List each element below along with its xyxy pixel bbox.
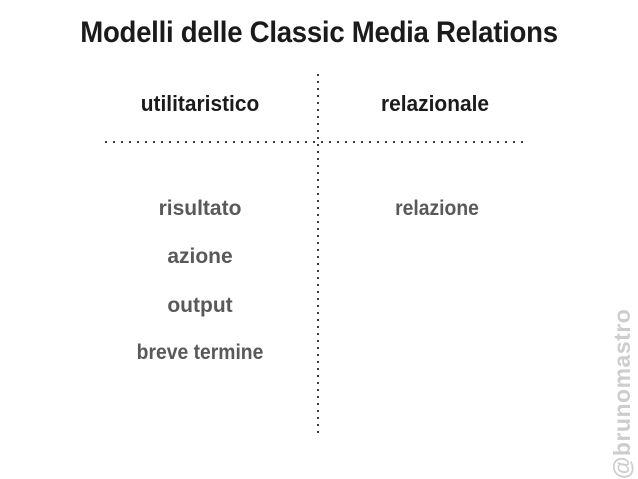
slide-title: Modelli delle Classic Media Relations — [80, 16, 558, 49]
author-watermark: @brunomastro — [609, 308, 635, 479]
matrix-item-output: output — [167, 294, 233, 317]
column-header-utilitaristico: utilitaristico — [140, 91, 260, 116]
matrix-item-risultato: risultato — [158, 197, 242, 220]
horizontal-divider-dotted-line — [105, 141, 528, 143]
column-header-relazionale: relazionale — [380, 91, 490, 116]
matrix-item-breve-termine: breve termine — [136, 341, 264, 364]
vertical-divider-dotted-line — [317, 74, 319, 438]
matrix-item-relazione: relazione — [395, 197, 479, 220]
matrix-item-azione: azione — [167, 245, 233, 268]
